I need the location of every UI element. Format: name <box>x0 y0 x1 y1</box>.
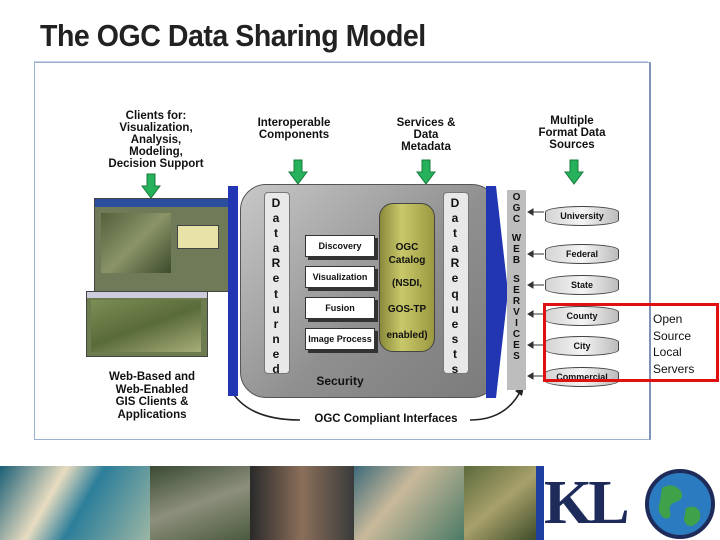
page-title: The OGC Data Sharing Model <box>40 18 426 53</box>
interfaces-label: OGC Compliant Interfaces <box>314 413 458 425</box>
river-photo <box>354 466 464 540</box>
source-city: City <box>545 336 619 356</box>
catalog-line2: Catalog <box>388 255 426 266</box>
photo-strip-divider <box>536 466 544 540</box>
catalog-line3: (NSDI, <box>392 278 422 289</box>
source-federal: Federal <box>545 244 619 264</box>
globe-icon <box>645 469 715 539</box>
services-arrow-icon <box>416 159 436 185</box>
data-returned-column <box>264 192 290 374</box>
sources-arrow-icon <box>564 159 584 185</box>
right-blue-arrow <box>486 186 508 398</box>
source-university: University <box>545 206 619 226</box>
client-screenshot-desktop <box>94 198 230 292</box>
ogc-catalog <box>379 203 435 352</box>
catalog-line4: GOS-TP <box>387 304 427 315</box>
open-source-callout-box <box>543 303 719 382</box>
catalog-line1: OGC <box>395 242 419 253</box>
photo-strip <box>0 466 536 540</box>
source-state: State <box>545 275 619 295</box>
left-blue-bar <box>228 186 238 396</box>
source-commercial: Commercial <box>545 367 619 387</box>
visualization-component: Visualization <box>305 266 375 288</box>
field-photo <box>464 466 536 540</box>
ogc-web-services-column <box>507 190 526 390</box>
data-requests-column <box>443 192 469 374</box>
interop-arrow-icon <box>288 159 308 185</box>
client-screenshot-web <box>86 291 208 357</box>
city-aerial-photo <box>150 466 250 540</box>
interfaces-curve <box>231 391 521 421</box>
coastline-photo <box>0 466 150 540</box>
catalog-line5: enabled) <box>386 330 428 341</box>
clients-header: Clients for:Visualization,Analysis,Model… <box>108 110 204 170</box>
person-photo <box>250 466 354 540</box>
discovery-component: Discovery <box>305 235 375 257</box>
security-label: Security <box>316 374 364 388</box>
image-process-component: Image Process <box>305 328 375 350</box>
fusion-component: Fusion <box>305 297 375 319</box>
clients-arrow-icon <box>141 173 161 199</box>
